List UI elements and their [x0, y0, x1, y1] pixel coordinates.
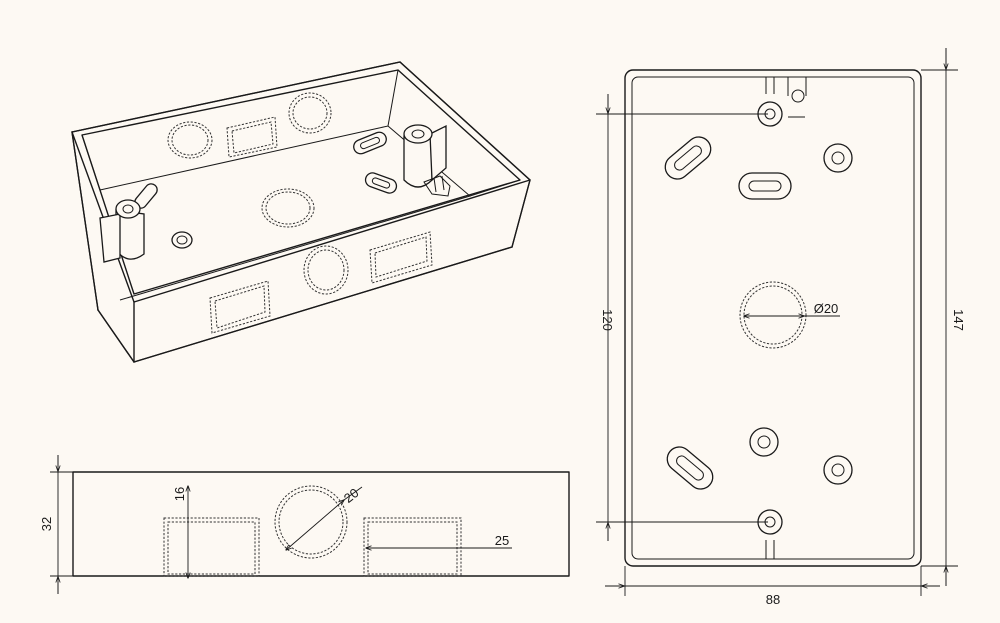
floor-hole: [171, 231, 193, 249]
dimension-label: 16: [172, 487, 187, 501]
side-view: 32 16 20 25: [39, 455, 570, 594]
round-hole: [823, 455, 853, 485]
knockout-center: [739, 281, 807, 349]
side-outline: [72, 471, 570, 577]
slot: [666, 446, 714, 490]
dimension-label: 147: [951, 309, 966, 331]
dimension-label: 32: [39, 517, 54, 531]
dimension-label: Ø20: [814, 301, 839, 316]
round-hole: [749, 427, 779, 457]
dimension-label: 88: [766, 592, 780, 607]
slot: [738, 172, 792, 200]
plan-view: Ø20 120 147 88: [596, 48, 966, 607]
dimension-label: 120: [600, 309, 615, 331]
mounting-post: [99, 199, 145, 263]
knockout-rect: [209, 280, 271, 334]
plate-outline: [624, 69, 922, 567]
knockout-rect: [226, 116, 278, 158]
knockout-rect: [163, 517, 260, 577]
mounting-post: [403, 124, 451, 197]
slot: [664, 136, 712, 180]
round-hole: [823, 143, 853, 173]
knockout-round: [167, 121, 213, 159]
knockout-floor: [261, 188, 315, 228]
knockout-rect: [363, 517, 462, 577]
box-outer-body: [71, 61, 531, 363]
knockout-round: [303, 245, 349, 295]
knockout-round: [274, 485, 348, 559]
knockout-rect: [369, 231, 433, 284]
dimension-label: 20: [341, 485, 362, 506]
dimension-label: 25: [495, 533, 509, 548]
isometric-view: [71, 61, 531, 363]
knockout-round: [288, 92, 332, 134]
